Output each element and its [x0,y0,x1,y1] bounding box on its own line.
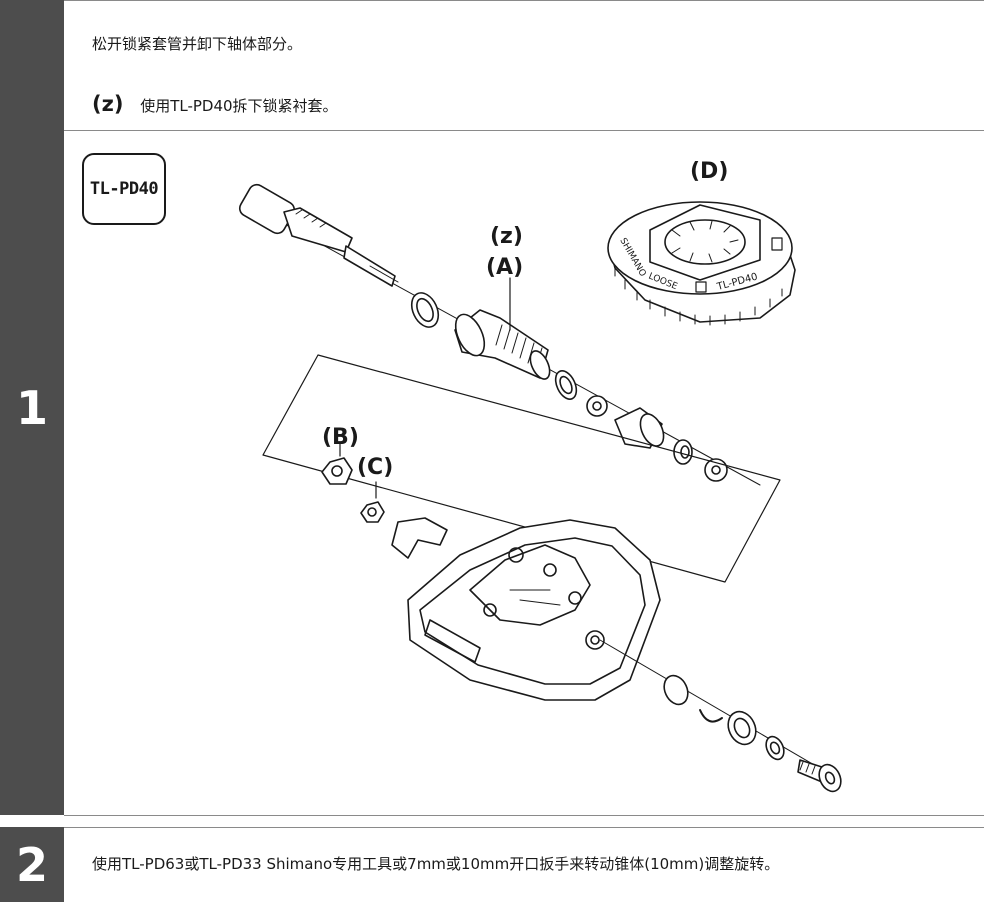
small-bearing [673,439,693,465]
callout-b: (B) [322,425,359,450]
washer-1 [410,292,440,328]
step-1-sub-instruction-row: (z) 使用TL-PD40拆下锁紧衬套。 [92,94,338,116]
callout-d: (D) [690,159,729,184]
nut-b [321,457,353,485]
pedal-axis-line [599,639,841,781]
cleat-bracket [391,517,448,559]
step-2-top-rule [64,827,984,828]
step-1-bottom-rule [64,815,984,816]
lock-washer-1 [586,395,608,417]
retainer-ring [727,710,757,746]
pedal-body [407,519,661,701]
step-2-number: 2 [0,827,64,902]
spring-ring [663,674,689,706]
c-clip [699,709,723,723]
top-rule [64,0,984,1]
washer-1-hole [416,297,434,323]
tool-badge: TL-PD40 [82,153,166,225]
callout-z: (z) [490,224,523,249]
step-1-sub-instruction: 使用TL-PD40拆下锁紧衬套。 [140,97,338,115]
washer-3 [765,735,785,761]
lock-bushing-part [454,309,551,380]
callout-a: (A) [486,255,524,280]
sub-marker-z: (z) [92,92,124,116]
lock-bushing-tool-illustration [607,201,796,326]
spindle-part [238,183,399,287]
bolt [797,759,842,793]
step-1-instruction: 松开锁紧套管并卸下轴体部分。 [92,35,303,53]
nut-c [360,501,385,523]
step-2-instruction: 使用TL-PD63或TL-PD33 Shimano专用工具或7mm或10mm开口… [92,855,780,873]
step-1-number: 1 [0,0,64,815]
callout-c: (C) [357,455,394,480]
section-divider [64,130,984,131]
pedal-axle-exploded-illustration: SHIMANO TL-PD40 LOOSE [238,183,842,793]
